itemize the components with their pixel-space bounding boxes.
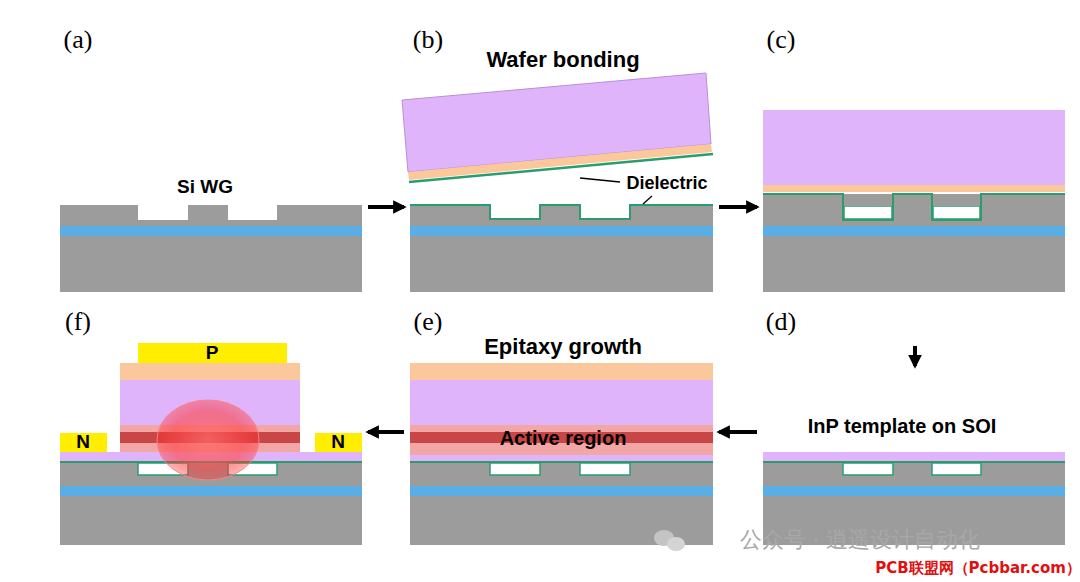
si-device-layer [763, 462, 1065, 486]
si-device-layer [844, 195, 892, 206]
wechat-icon [654, 530, 685, 551]
layer-label: Active region [500, 427, 627, 449]
dielectric-layer [763, 194, 1065, 220]
cavity [580, 463, 630, 475]
si-substrate [60, 496, 362, 545]
buried-oxide [410, 226, 713, 236]
contact-layer [410, 363, 713, 380]
process-panel: (c) [763, 20, 1065, 340]
inp-cladding [410, 380, 713, 425]
dielectric-layer [410, 461, 713, 463]
soi-wafer-b [410, 205, 713, 292]
layer-label: Dielectric [626, 174, 707, 194]
process-panel: (d)InP template on SOI [763, 372, 1065, 547]
inp-template [410, 455, 713, 462]
process-arrow [368, 430, 404, 434]
si-device-layer [410, 462, 713, 486]
step-title: Wafer bonding [486, 48, 639, 72]
soi-wafer-a [60, 205, 362, 292]
cavity [933, 206, 980, 219]
process-panel: (b) Wafer bondingDielectric [410, 20, 713, 295]
cavity [932, 463, 981, 475]
trench [138, 205, 188, 220]
cavity [843, 463, 893, 475]
watermark: 公众号 · 逍遥设计自动化 [740, 525, 981, 555]
contact-label: N [331, 432, 345, 453]
si-device-layer [410, 205, 713, 226]
trench [228, 205, 277, 220]
si-substrate [763, 236, 1065, 292]
watermark: PCB联盟网（Pcbbar.com） [875, 559, 1080, 578]
panel-tag: (b) [413, 26, 443, 55]
contact-label: P [206, 343, 219, 364]
epitaxy-stack-e [410, 363, 713, 545]
trench [490, 205, 540, 219]
buried-oxide [60, 486, 362, 496]
leader-line [643, 196, 652, 204]
buried-oxide [763, 486, 1065, 496]
panel-tag: (e) [414, 308, 443, 337]
inp-wafer [402, 73, 711, 172]
si-device-layer [763, 194, 1065, 226]
inp-wafer-tilted [402, 73, 713, 182]
si-device-layer [933, 195, 980, 206]
process-arrow [719, 430, 757, 434]
si-device-layer [60, 205, 362, 226]
step-title: InP template on SOI [808, 415, 997, 437]
leader-line [580, 178, 620, 182]
panel-tag: (c) [767, 26, 796, 55]
layer-label: Si WG [177, 177, 233, 198]
laser-device-f [60, 343, 362, 545]
inp-template [763, 452, 1065, 461]
process-arrow [913, 346, 917, 366]
p-contact [138, 343, 287, 363]
process-panel: (f) P N N [58, 300, 362, 547]
buried-oxide [763, 226, 1065, 236]
buried-oxide [60, 226, 362, 236]
process-arrow [719, 205, 757, 209]
contact-layer [120, 363, 300, 380]
cavity [844, 206, 892, 219]
panel-tag: (d) [766, 308, 796, 337]
process-arrow [368, 205, 404, 209]
sch-layer [410, 425, 713, 455]
bonded-wafer-c [763, 110, 1065, 292]
contact-label: N [76, 432, 90, 453]
si-substrate [410, 236, 713, 292]
cavity [490, 463, 540, 475]
panel-tag: (f) [65, 308, 91, 337]
step-title: Epitaxy growth [484, 335, 642, 359]
trench [580, 205, 630, 219]
dielectric-layer [410, 205, 713, 219]
process-panel: (e) Epitaxy growthActive region [410, 300, 713, 547]
epi-layer [763, 185, 1065, 192]
si-substrate [410, 496, 713, 545]
process-panel: (a) Si WG [58, 20, 362, 295]
si-substrate [60, 236, 362, 292]
inp-wafer [763, 110, 1065, 185]
optical-mode [157, 400, 259, 480]
icon-bubble [667, 537, 685, 551]
dielectric-layer [763, 461, 1065, 463]
panel-tag: (a) [64, 26, 93, 55]
buried-oxide [410, 486, 713, 496]
